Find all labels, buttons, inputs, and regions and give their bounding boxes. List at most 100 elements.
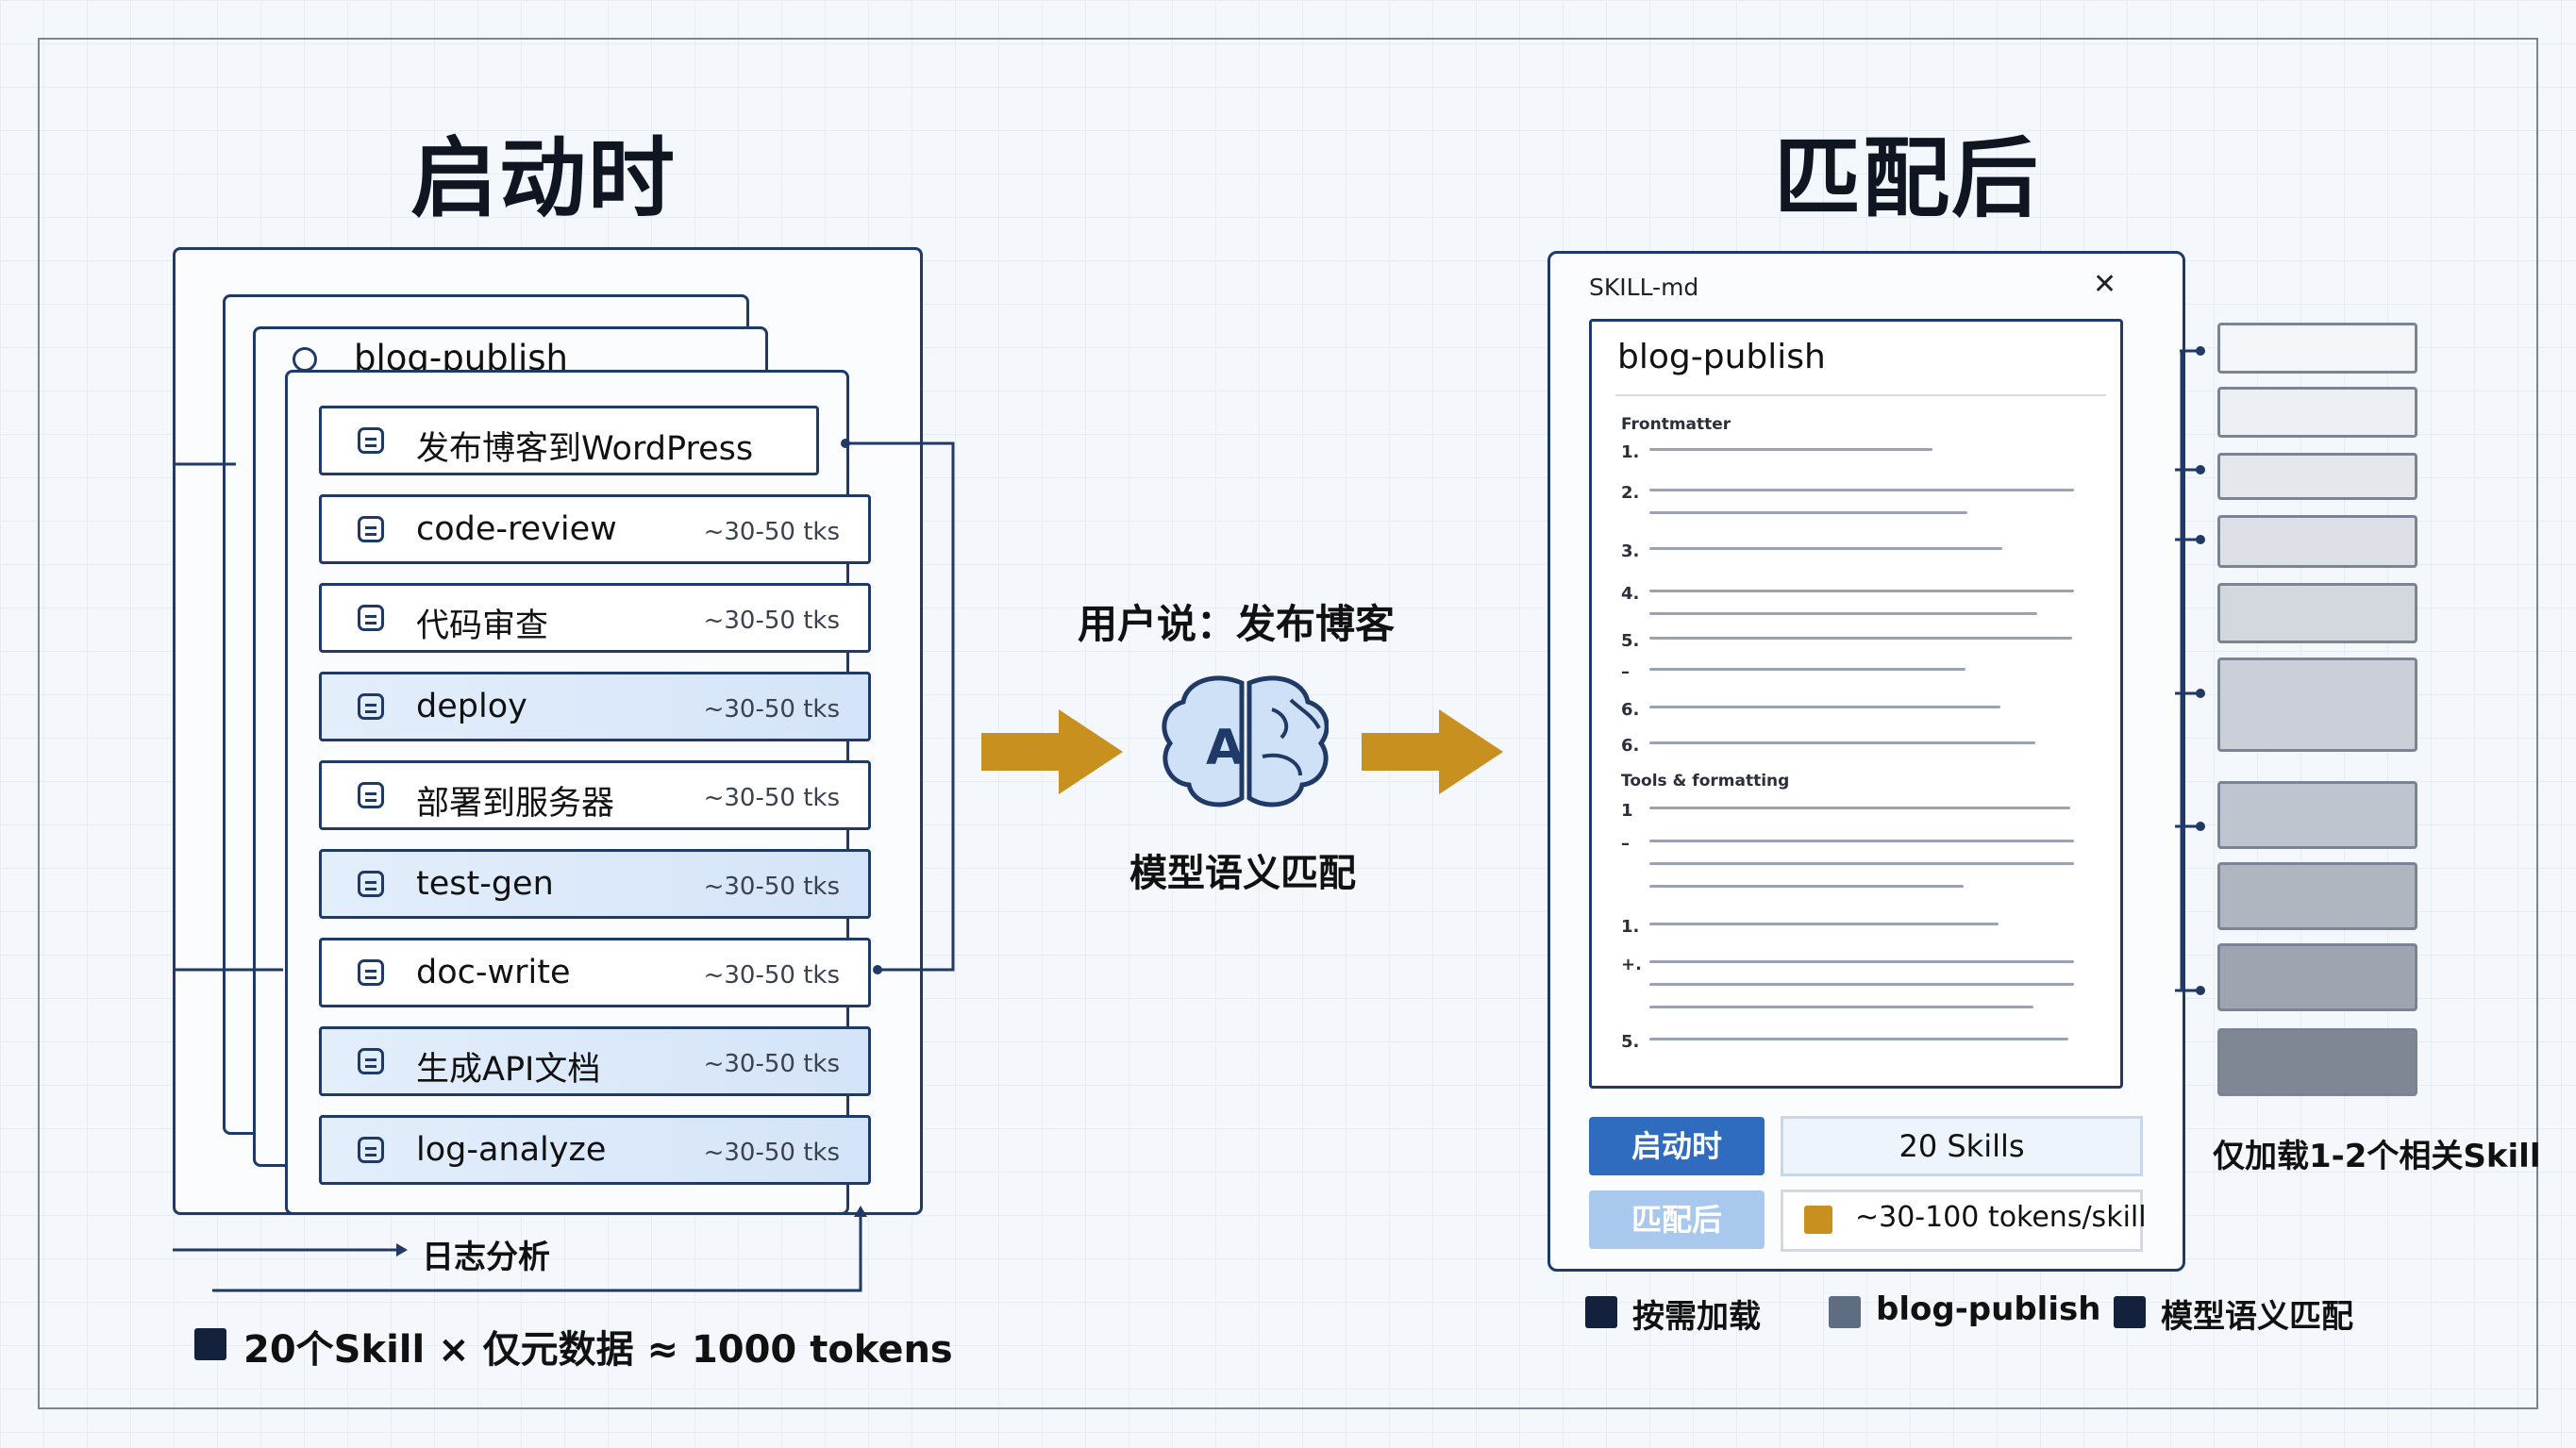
doc-item-number: 1. bbox=[1621, 917, 1640, 937]
skill-bar bbox=[2217, 943, 2417, 1011]
doc-text-line bbox=[1649, 668, 1965, 671]
skill-label: doc-write bbox=[416, 954, 571, 991]
doc-section-2: Tools & formatting bbox=[1621, 772, 1790, 791]
skill-row[interactable]: doc-write ~30-50 tks bbox=[319, 938, 871, 1007]
skill-label: code-review bbox=[416, 510, 617, 548]
brain-icon: A bbox=[1162, 675, 1329, 807]
skill-label: 生成API文档 bbox=[416, 1051, 601, 1089]
skill-bar bbox=[2217, 781, 2417, 849]
summary-text: 20个Skill × 仅元数据 ≈ 1000 tokens bbox=[243, 1328, 953, 1372]
skill-row[interactable]: deploy ~30-50 tks bbox=[319, 672, 871, 741]
doc-text-line bbox=[1649, 885, 1964, 888]
doc-text-line bbox=[1649, 923, 1999, 925]
skill-row[interactable]: 代码审查 ~30-50 tks bbox=[319, 583, 871, 653]
startup-heading: 启动时 bbox=[410, 128, 677, 229]
doc-item-number: 6. bbox=[1621, 736, 1640, 756]
doc-text-line bbox=[1649, 741, 2035, 744]
doc-item-number: 1 bbox=[1621, 801, 1633, 821]
skill-tokens: ~30-50 tks bbox=[703, 1139, 840, 1167]
skill-icon bbox=[358, 1048, 384, 1074]
skill-bar bbox=[2217, 387, 2417, 438]
skill-tokens: ~30-50 tks bbox=[703, 607, 840, 635]
skill-label: deploy bbox=[416, 688, 527, 725]
doc-title: blog-publish bbox=[1617, 338, 1826, 376]
skill-bar bbox=[2217, 657, 2417, 752]
skill-tokens: ~30-50 tks bbox=[703, 961, 840, 990]
doc-item-number: 4. bbox=[1621, 584, 1640, 604]
doc-item-number: 6. bbox=[1621, 700, 1640, 720]
skill-icon bbox=[358, 516, 384, 542]
doc-text-line bbox=[1649, 448, 1932, 451]
legend-label: 模型语义匹配 bbox=[2161, 1298, 2353, 1336]
doc-text-line bbox=[1649, 590, 2074, 592]
doc-section-1: Frontmatter bbox=[1621, 415, 1731, 434]
doc-text-line bbox=[1649, 840, 2074, 842]
skill-row[interactable]: test-gen ~30-50 tks bbox=[319, 849, 871, 919]
after-match-button[interactable]: 匹配后 bbox=[1589, 1190, 1765, 1249]
skill-icon bbox=[358, 605, 384, 631]
skill-bar bbox=[2217, 1028, 2417, 1096]
doc-item-number: 5. bbox=[1621, 631, 1640, 651]
skill-row[interactable]: log-analyze ~30-50 tks bbox=[319, 1115, 871, 1185]
skill-bar bbox=[2217, 862, 2417, 930]
legend-swatch bbox=[2114, 1296, 2146, 1328]
doc-text-line bbox=[1649, 489, 2074, 491]
legend-swatch bbox=[1829, 1296, 1861, 1328]
skill-label: 代码审查 bbox=[416, 607, 549, 645]
outer-frame bbox=[38, 38, 2538, 1409]
skill-row-highlight[interactable]: 发布博客到WordPress bbox=[319, 406, 819, 475]
skill-label: test-gen bbox=[416, 865, 554, 903]
after-match-heading: 匹配后 bbox=[1774, 128, 2041, 229]
doc-item-number: 1. bbox=[1621, 442, 1640, 462]
legend-label: 按需加载 bbox=[1632, 1298, 1761, 1336]
skill-bar bbox=[2217, 323, 2417, 374]
skill-icon bbox=[358, 959, 384, 986]
close-icon[interactable]: ✕ bbox=[2093, 268, 2117, 301]
skill-icon bbox=[358, 871, 384, 897]
doc-item-number: 2. bbox=[1621, 483, 1640, 503]
skill-tokens: ~30-50 tks bbox=[703, 873, 840, 901]
brain-letter: A bbox=[1206, 720, 1244, 776]
token-square bbox=[1804, 1206, 1832, 1234]
startup-button[interactable]: 启动时 bbox=[1589, 1117, 1765, 1175]
skill-icon bbox=[358, 1137, 384, 1163]
skills-count-field: 20 Skills bbox=[1781, 1116, 2143, 1176]
skill-row[interactable]: 生成API文档~30-50 tks bbox=[319, 1026, 871, 1096]
doc-text-line bbox=[1649, 1038, 2068, 1040]
doc-text-line bbox=[1649, 960, 2074, 963]
doc-item-number: – bbox=[1621, 662, 1630, 682]
skill-bar bbox=[2217, 583, 2417, 643]
doc-text-line bbox=[1649, 1006, 2033, 1008]
doc-text-line bbox=[1649, 612, 2037, 615]
doc-text-line bbox=[1649, 706, 2000, 708]
skill-row[interactable]: code-review~30-50 tks bbox=[319, 494, 871, 564]
doc-text-line bbox=[1649, 807, 2070, 809]
skill-tokens: ~30-50 tks bbox=[703, 695, 840, 724]
legend-swatch bbox=[1585, 1296, 1617, 1328]
doc-text-line bbox=[1649, 511, 1967, 514]
legend-label: blog-publish bbox=[1876, 1290, 2101, 1328]
doc-item-number: – bbox=[1621, 834, 1630, 854]
arrow-right-2 bbox=[1362, 709, 1503, 794]
summary-square bbox=[194, 1328, 226, 1360]
doc-item-number: 5. bbox=[1621, 1032, 1640, 1052]
arrow-right-1 bbox=[981, 709, 1123, 794]
window-title: SKILL-md bbox=[1589, 274, 1699, 301]
doc-text-line bbox=[1649, 547, 2002, 550]
skill-row[interactable]: 部署到服务器 ~30-50 tks bbox=[319, 760, 871, 830]
skill-bar bbox=[2217, 453, 2417, 500]
user-says-text: 用户说：发布博客 bbox=[1078, 601, 1396, 647]
skill-bar bbox=[2217, 515, 2417, 568]
doc-text-line bbox=[1649, 862, 2074, 865]
skill-icon bbox=[358, 782, 384, 808]
skill-label: 发布博客到WordPress bbox=[416, 430, 754, 468]
skill-icon bbox=[358, 427, 384, 454]
skill-tokens: ~30-50 tks bbox=[703, 784, 840, 812]
doc-item-number: 3. bbox=[1621, 541, 1640, 561]
skill-icon bbox=[358, 693, 384, 720]
skill-label: 部署到服务器 bbox=[416, 785, 615, 823]
skill-label: log-analyze bbox=[416, 1131, 607, 1169]
doc-divider bbox=[1615, 394, 2106, 396]
